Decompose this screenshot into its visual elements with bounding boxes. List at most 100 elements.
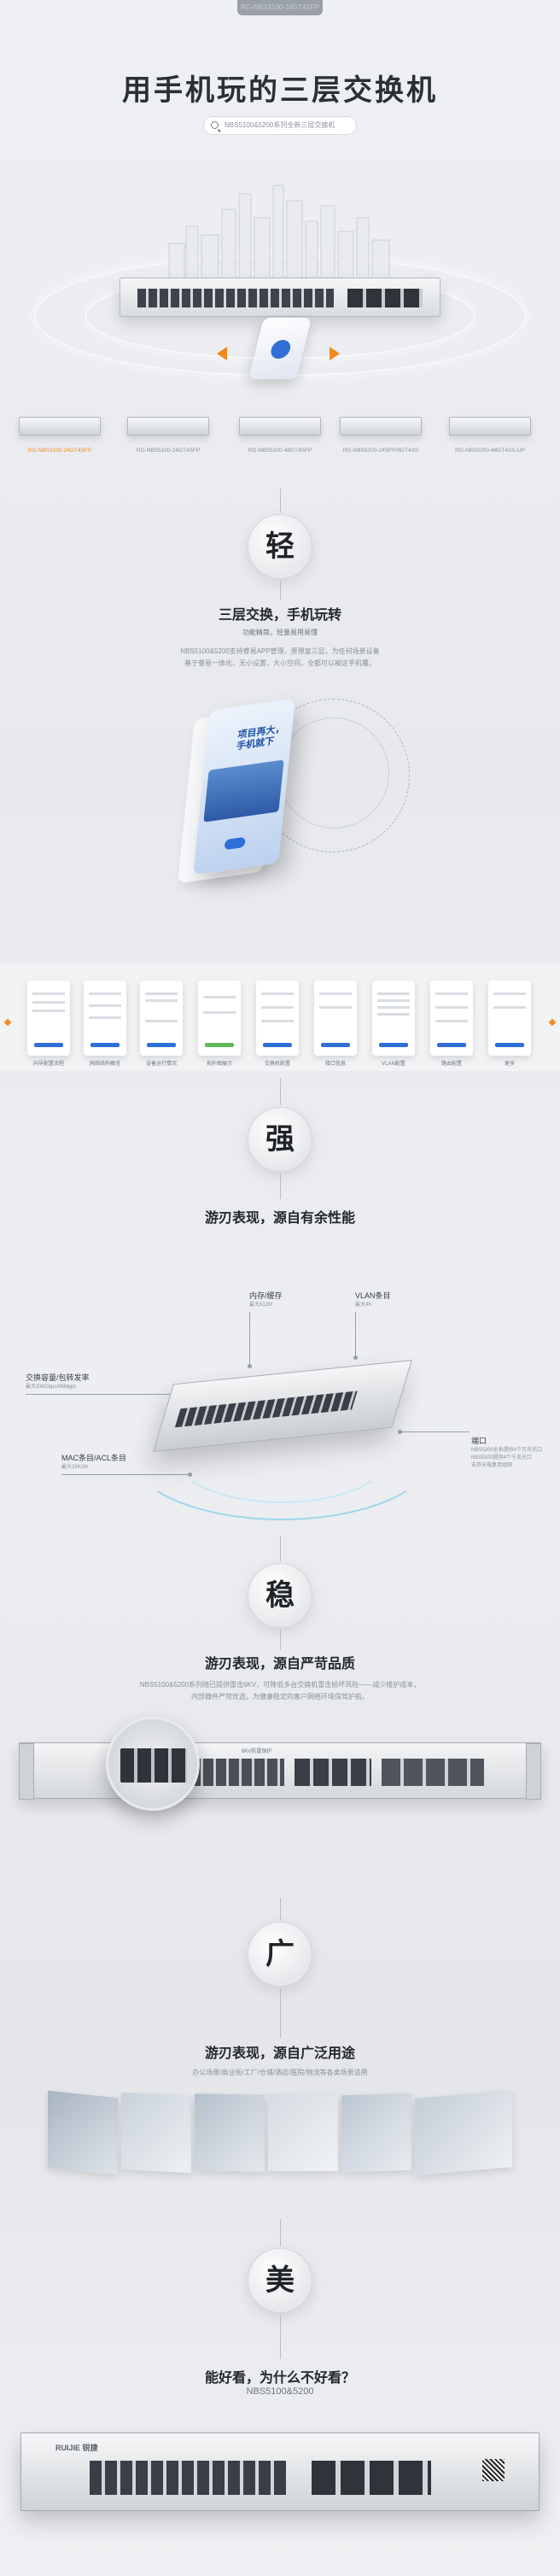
- office-photo: [48, 2090, 118, 2175]
- hospital-photo: [415, 2090, 512, 2175]
- screen-label-9: 更多: [504, 1062, 515, 1067]
- screen-thumb-1[interactable]: [27, 981, 70, 1056]
- divider-line: [280, 2315, 281, 2359]
- divider-line: [280, 1630, 281, 1650]
- model-label: RG-NBS5100-24GT4SFP: [136, 448, 201, 454]
- network-globe-graphic-inner: [278, 717, 389, 828]
- brand-logo: RUIJIE 锐捷: [55, 2444, 98, 2452]
- rack-ear-left: [19, 1743, 34, 1800]
- callout-line: [61, 1474, 190, 1475]
- phone-city-image: [203, 759, 284, 823]
- callout-line: [26, 1394, 176, 1395]
- rack-ear-right: [526, 1743, 541, 1800]
- warehouse-photo: [121, 2092, 191, 2174]
- callout-port-sub-3: 支持光电复用组网: [471, 1463, 513, 1468]
- screen-thumb-6[interactable]: [314, 981, 357, 1056]
- final-switch-image: RUIJIE 锐捷: [20, 2433, 540, 2511]
- screen-thumb-3[interactable]: [140, 981, 183, 1056]
- use-case-photos: [48, 2090, 512, 2175]
- screen-thumb-7[interactable]: [372, 981, 415, 1056]
- phone-app-image: 项目再大，手机就下: [193, 698, 295, 875]
- model-thumbnail: [127, 417, 209, 436]
- phone-app-button: [224, 836, 246, 851]
- callout-port-title: 端口: [471, 1437, 487, 1445]
- top-model-tab: RG-NBS3100-24GT4SFP: [237, 0, 323, 15]
- divider-line: [280, 1174, 281, 1199]
- callout-memory-sub: 最大512M: [249, 1303, 273, 1308]
- model-item-5[interactable]: RG-NBS5200-48GT4XS-UP: [439, 417, 541, 454]
- model-item-1[interactable]: RG-NBS3100-24GT4SFP: [9, 417, 111, 454]
- screen-thumb-8[interactable]: [430, 981, 473, 1056]
- screen-label-2: 网络结构概览: [89, 1062, 120, 1067]
- city-skyline-illustration: [168, 184, 390, 286]
- section-tag-light: 功能精简，轻量易用易懂: [242, 629, 318, 636]
- divider-line: [280, 1898, 281, 1920]
- section-badge-wide: 广: [248, 1922, 312, 1987]
- section-desc-light-2: 基于睿易一体化，无小设置，大小空间，全都可以被这手机覆。: [184, 659, 376, 667]
- screen-label-1: 向导配置流程: [32, 1062, 64, 1067]
- section-desc-stable-1: NBS5100&5200系列随已提供雷击6KV，可降低多台交换机雷击损坏风险——…: [139, 1681, 421, 1689]
- callout-memory-title: 内存/缓存: [249, 1291, 283, 1300]
- screen-thumb-9[interactable]: [488, 981, 531, 1056]
- model-item-4[interactable]: RG-NBS5200-24SFP/8GT4XS: [330, 417, 432, 454]
- phone-headline: 项目再大，手机就下: [236, 723, 286, 752]
- callout-line: [401, 1431, 470, 1432]
- prev-model-arrow-icon[interactable]: [217, 347, 227, 360]
- section-desc-wide: 办公场景/商业街/工厂/仓储/酒店/医院/物流等各类场景适用: [192, 2069, 368, 2076]
- section-title-stable: 游刃表现，源自严苛品质: [204, 1657, 355, 1671]
- model-selector: RG-NBS3100-24GT4SFP RG-NBS5100-24GT4SFP …: [0, 417, 560, 468]
- screen-thumb-2[interactable]: [84, 981, 126, 1056]
- factory-photo: [268, 2094, 338, 2171]
- final-sfp-bank: [312, 2461, 431, 2495]
- shop-photo: [195, 2093, 265, 2172]
- app-logo-icon: [269, 340, 293, 359]
- callout-dot: [353, 1355, 358, 1360]
- screen-label-6: 接口信息: [324, 1062, 346, 1067]
- callout-mac-title: MAC条目/ACL条目: [61, 1454, 127, 1462]
- section-badge-light: 轻: [248, 514, 312, 579]
- divider-line: [280, 489, 281, 512]
- screen-label-3: 设备运行情况: [145, 1062, 177, 1067]
- divider-line: [280, 1536, 281, 1561]
- next-model-arrow-icon[interactable]: [330, 347, 340, 360]
- screen-label-5: 交换机配置: [264, 1062, 290, 1067]
- callout-port-sub-1: NBS5200全系提供4个万兆光口: [471, 1448, 543, 1453]
- screen-thumb-5[interactable]: [256, 981, 299, 1056]
- section-sub-beauty: NBS5100&5200: [246, 2386, 314, 2397]
- model-thumbnail: [239, 417, 321, 436]
- search-icon: [211, 121, 219, 129]
- model-item-2[interactable]: RG-NBS5100-24GT4SFP: [117, 417, 219, 454]
- section-title-beauty: 能好看，为什么不好看？: [204, 2371, 355, 2386]
- divider-line: [280, 1078, 281, 1105]
- rack-tag: 6KV防雷保护: [242, 1749, 272, 1754]
- model-label: RG-NBS3100-24GT4SFP: [27, 448, 92, 454]
- model-thumbnail: [340, 417, 422, 436]
- model-label: RG-NBS5200-48GT4XS-UP: [455, 448, 525, 454]
- glow-arc: [128, 1384, 435, 1520]
- callout-dot: [248, 1364, 252, 1368]
- section-badge-strong: 强: [248, 1107, 312, 1172]
- hero-title: 用手机玩的三层交换机: [122, 74, 438, 107]
- divider-line: [280, 1988, 281, 2038]
- section-badge-stable: 稳: [248, 1563, 312, 1628]
- glow-arc: [171, 1401, 393, 1503]
- model-thumbnail: [449, 417, 531, 436]
- hero-search-bar[interactable]: NBS5100&5200系列全新三层交换机: [203, 116, 357, 135]
- port-zoom-magnifier: [106, 1717, 200, 1811]
- screen-thumb-4[interactable]: [198, 981, 241, 1056]
- zoomed-ports: [120, 1748, 187, 1783]
- section-desc-light-1: NBS5100&5200支持睿易APP管理，原理复三层，为任何场景设备: [180, 647, 380, 655]
- section-title-light: 三层交换，手机玩转: [218, 608, 341, 623]
- callout-mac-sub: 最大32K/2K: [61, 1465, 89, 1470]
- section-desc-stable-2: 内部器件严苛优选，为健康稳定的客户网络环境保驾护航。: [191, 1693, 369, 1701]
- callout-switching-sub: 最大336Gbps/96Mpps: [26, 1385, 77, 1390]
- section-badge-beauty: 美: [248, 2248, 312, 2313]
- hero-search-text: NBS5100&5200系列全新三层交换机: [225, 121, 335, 129]
- model-item-3[interactable]: RG-NBS5100-48GT4SFP: [229, 417, 331, 454]
- callout-vlan-sub: 最大4K: [355, 1303, 372, 1308]
- divider-line: [280, 2219, 281, 2246]
- rack-port-bank: [295, 1759, 371, 1786]
- final-port-bank: [90, 2461, 286, 2495]
- screen-label-7: VLAN配置: [382, 1062, 405, 1067]
- screen-label-8: 路由配置: [440, 1062, 462, 1067]
